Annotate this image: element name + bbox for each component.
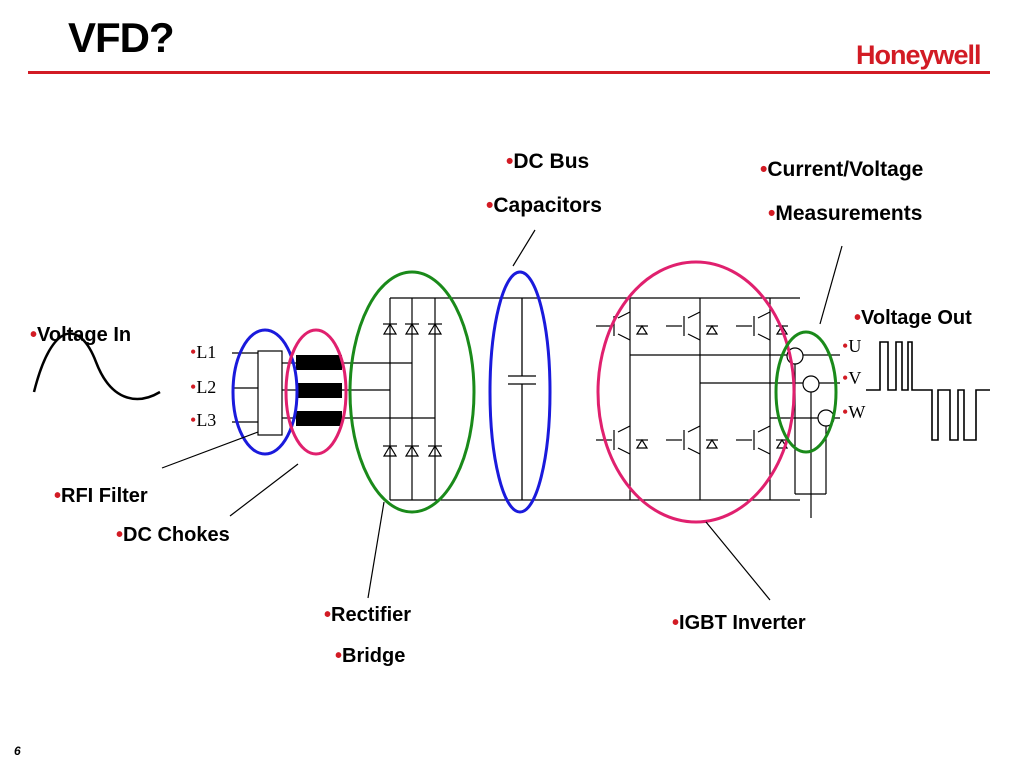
voltage-out-label: •Voltage Out [854,307,972,329]
sine-wave-icon [32,332,161,400]
line-label-l3: •L3 [190,410,217,430]
measurement-highlight [774,330,838,454]
dc-bus-label: •DC Bus [506,150,590,173]
slide-title: VFD? [68,14,175,61]
line-label-l2: •L2 [190,377,217,397]
rectifier-bridge [382,297,800,501]
dc-chokes-highlight [284,328,348,456]
title-divider [28,71,990,74]
current-voltage-label: •Current/Voltage [760,158,924,181]
bridge-label: •Bridge [335,645,406,667]
dc-bus-capacitor [508,298,536,500]
dc-chokes-label: •DC Chokes [116,524,230,546]
voltage-in-label: •Voltage In [30,324,132,346]
callout-lines [161,229,843,601]
honeywell-logo: Honeywell [856,40,982,70]
page-number: 6 [14,744,21,758]
output-label-v: •V [842,368,862,388]
rfi-filter-label: •RFI Filter [54,485,148,507]
line-label-l1: •L1 [190,342,217,362]
output-label-w: •W [842,402,866,422]
igbt-inverter [596,298,840,500]
capacitors-label: •Capacitors [486,194,602,217]
rfi-filter-highlight [231,328,299,456]
rectifier-highlight [348,270,476,514]
pwm-waveform-icon [866,341,990,441]
measurements-label: •Measurements [768,202,923,225]
rectifier-label: •Rectifier [324,604,412,626]
igbt-inverter-label: •IGBT Inverter [672,612,806,634]
dc-bus-highlight [488,270,552,514]
output-label-u: •U [842,336,862,356]
dc-chokes [296,355,342,426]
rfi-filter-box [257,350,283,436]
igbt-highlight [596,260,796,524]
